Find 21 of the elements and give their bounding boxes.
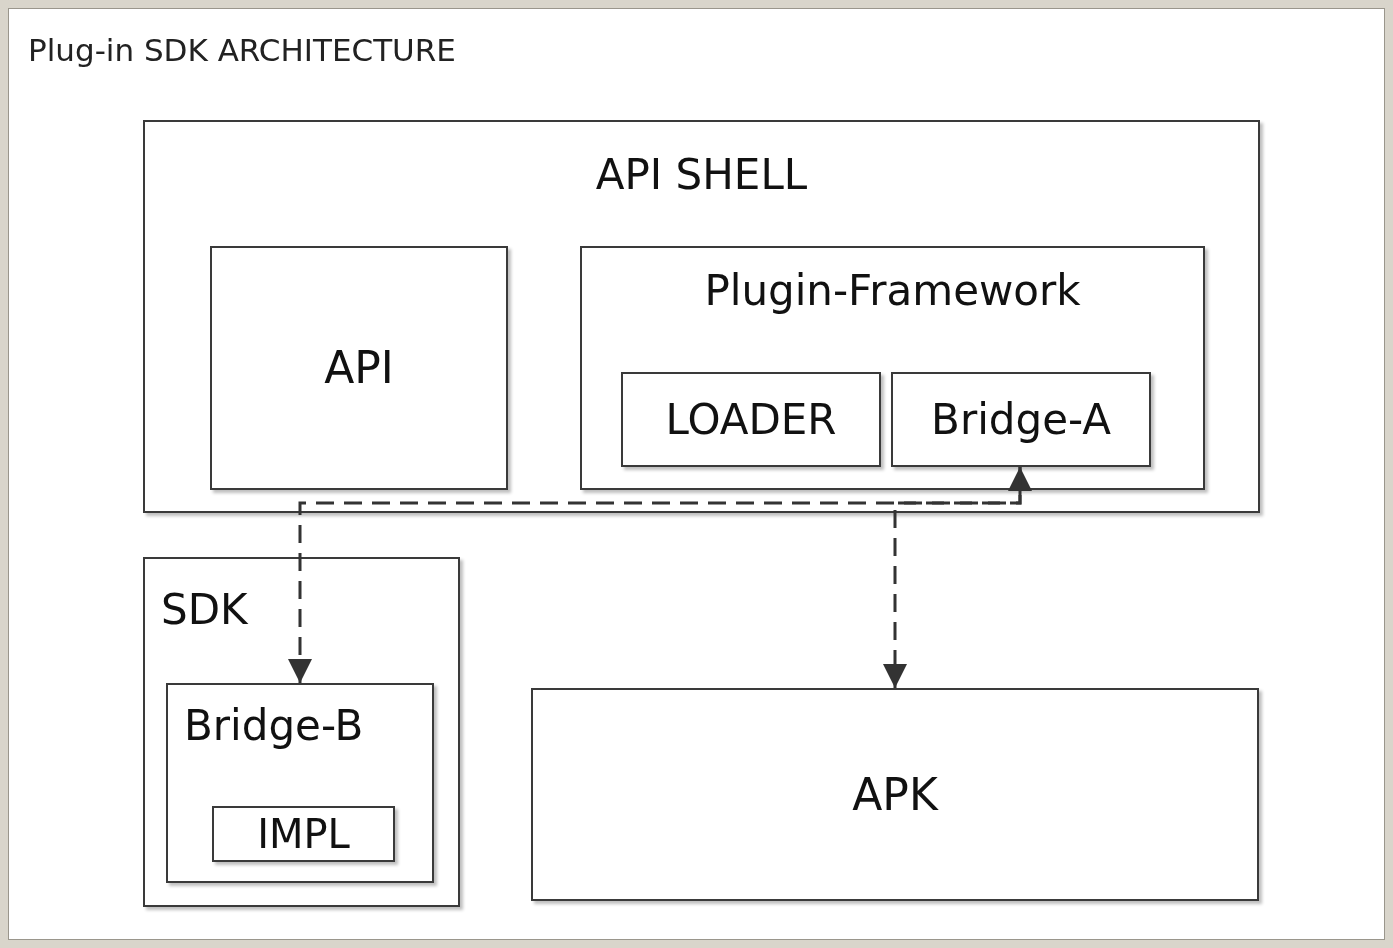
box-label: LOADER: [665, 396, 837, 443]
box-label: IMPL: [257, 812, 350, 856]
container-box: [143, 120, 1260, 513]
box-label: Plugin-Framework: [704, 268, 1081, 315]
box-label: Bridge-B: [184, 703, 364, 750]
component-box: [210, 246, 508, 490]
box-label: SDK: [161, 587, 248, 634]
box-label: API: [324, 343, 394, 393]
component-box: [166, 683, 434, 883]
dashed-arrow: [883, 467, 1022, 688]
component-box: [891, 372, 1151, 467]
component-box: [621, 372, 881, 467]
container-box: [143, 557, 460, 907]
component-box: [580, 246, 1205, 490]
diagram-title: Plug-in SDK ARCHITECTURE: [28, 32, 456, 68]
container-box: [531, 688, 1259, 901]
component-box: [212, 806, 395, 862]
box-label: Bridge-A: [931, 396, 1111, 443]
box-label: APK: [852, 770, 938, 819]
dashed-arrow: [288, 467, 1032, 683]
box-label: API SHELL: [595, 152, 808, 199]
